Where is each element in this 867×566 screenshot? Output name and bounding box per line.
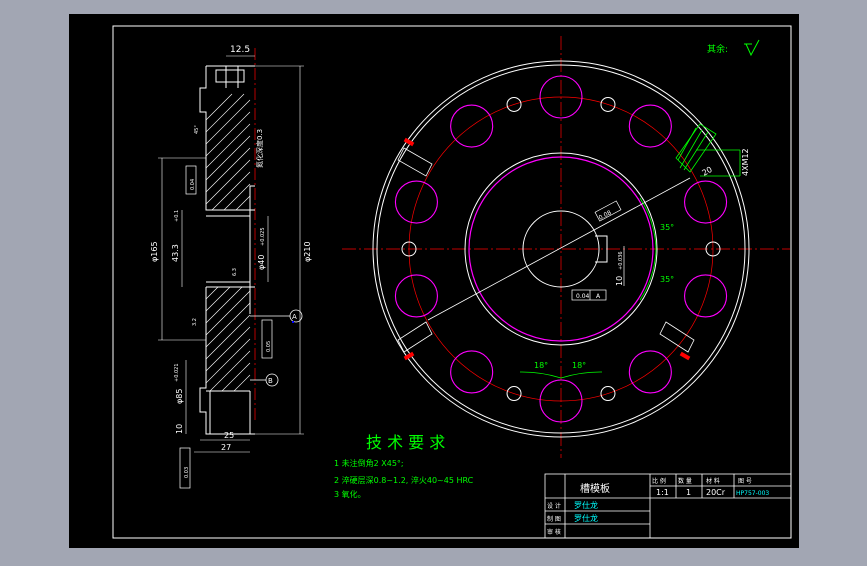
tb-value-qty: 1 <box>686 488 691 497</box>
hole-pattern <box>394 75 728 423</box>
front-tol-ref: A <box>596 293 601 300</box>
pin-hole <box>506 96 522 112</box>
tol-note-3: 0.03 <box>184 467 190 478</box>
angle-upper: 35° <box>660 223 674 232</box>
dim-w27: 27 <box>221 443 231 452</box>
tech-title: 技 术 要 求 <box>366 433 445 452</box>
bolt-hole <box>394 274 438 318</box>
dim-small-1: 6.3 <box>232 268 238 276</box>
dim-d43: 43.3 <box>171 244 180 262</box>
front-dim-20: 20 <box>701 165 714 178</box>
keyway-dim: 10 <box>615 276 624 286</box>
bolt-hole <box>684 274 728 318</box>
tb-designer: 罗仕龙 <box>574 500 598 510</box>
drawing-border <box>112 25 792 539</box>
dim-d210: φ210 <box>303 241 312 262</box>
bolt-hole <box>450 104 494 148</box>
bolt-hole <box>394 180 438 224</box>
bolt-hole <box>684 180 728 224</box>
tb-row-design: 设 计 <box>547 502 561 510</box>
bolt-hole <box>450 350 494 394</box>
datum-b: B <box>268 377 273 385</box>
dim-top-width: 12.5 <box>230 45 250 55</box>
dim-d43-tol: +0.1 <box>174 210 180 222</box>
tol-note-1: 0.04 <box>190 179 196 190</box>
tb-row-review: 审 核 <box>547 528 561 536</box>
tb-value-material: 20Cr <box>706 488 726 497</box>
tb-header-material: 材 料 <box>706 477 720 485</box>
dim-d10: 10 <box>175 424 184 434</box>
tb-drafter: 罗仕龙 <box>574 513 598 523</box>
bolt-hole <box>539 379 583 423</box>
tol-note-2: 0.05 <box>266 341 272 352</box>
front-hole-label: 4XM12 <box>741 148 750 176</box>
marker-square <box>292 321 294 323</box>
nitriding-note: 氮化深度0.3 <box>255 129 264 168</box>
dim-w25: 25 <box>224 431 234 440</box>
section-view: 12.5 φ165 43.3 +0.1 φ40 +0.025 φ210 φ85 … <box>150 45 312 489</box>
roughness-label: 其余: <box>707 43 728 55</box>
tech-item-2: 2 淬硬层深0.8~1.2, 淬火40~45 HRC <box>334 475 474 485</box>
angle-left: 18° <box>534 361 548 370</box>
dim-d40: φ40 <box>257 255 266 270</box>
tb-value-scale: 1:1 <box>656 488 669 497</box>
dim-angle-note: 45° <box>194 125 200 134</box>
tb-header-qty: 数 量 <box>678 477 692 485</box>
pin-hole <box>705 241 721 257</box>
dim-d85-tol: +0.021 <box>174 363 180 382</box>
pin-hole <box>506 386 522 402</box>
tb-header-drawing-no: 图 号 <box>738 478 752 485</box>
dim-d40-tol: +0.025 <box>260 227 266 246</box>
tb-header-scale: 比 例 <box>652 477 666 485</box>
front-view: 4XM12 20 0.08 35° 35° 18° 18° <box>342 36 790 458</box>
tech-item-3: 3 氧化。 <box>334 489 366 499</box>
tb-row-draft: 制 图 <box>547 515 561 523</box>
surface-roughness-icon <box>744 39 760 57</box>
datum-a: A <box>292 313 297 321</box>
dim-d85: φ85 <box>175 389 184 404</box>
dim-small-2: 3.2 <box>192 318 198 326</box>
bolt-hole <box>628 104 672 148</box>
bolt-hole <box>628 350 672 394</box>
pin-hole <box>401 241 417 257</box>
tb-value-drawing-no: HP757-003 <box>736 490 769 497</box>
drawing-sheet <box>69 14 799 548</box>
pin-hole <box>600 96 616 112</box>
angle-lower: 35° <box>660 275 674 284</box>
dim-d165: φ165 <box>150 241 159 262</box>
pin-hole <box>600 386 616 402</box>
front-tol-box: 0.04 <box>576 293 590 300</box>
part-name: 槽模板 <box>580 482 610 495</box>
title-block <box>544 473 792 539</box>
bolt-hole <box>539 75 583 119</box>
tech-item-1: 1 未注倒角2 X45°; <box>334 458 404 468</box>
keyway-tol: +0.036 <box>618 251 624 270</box>
angle-right: 18° <box>572 361 586 370</box>
